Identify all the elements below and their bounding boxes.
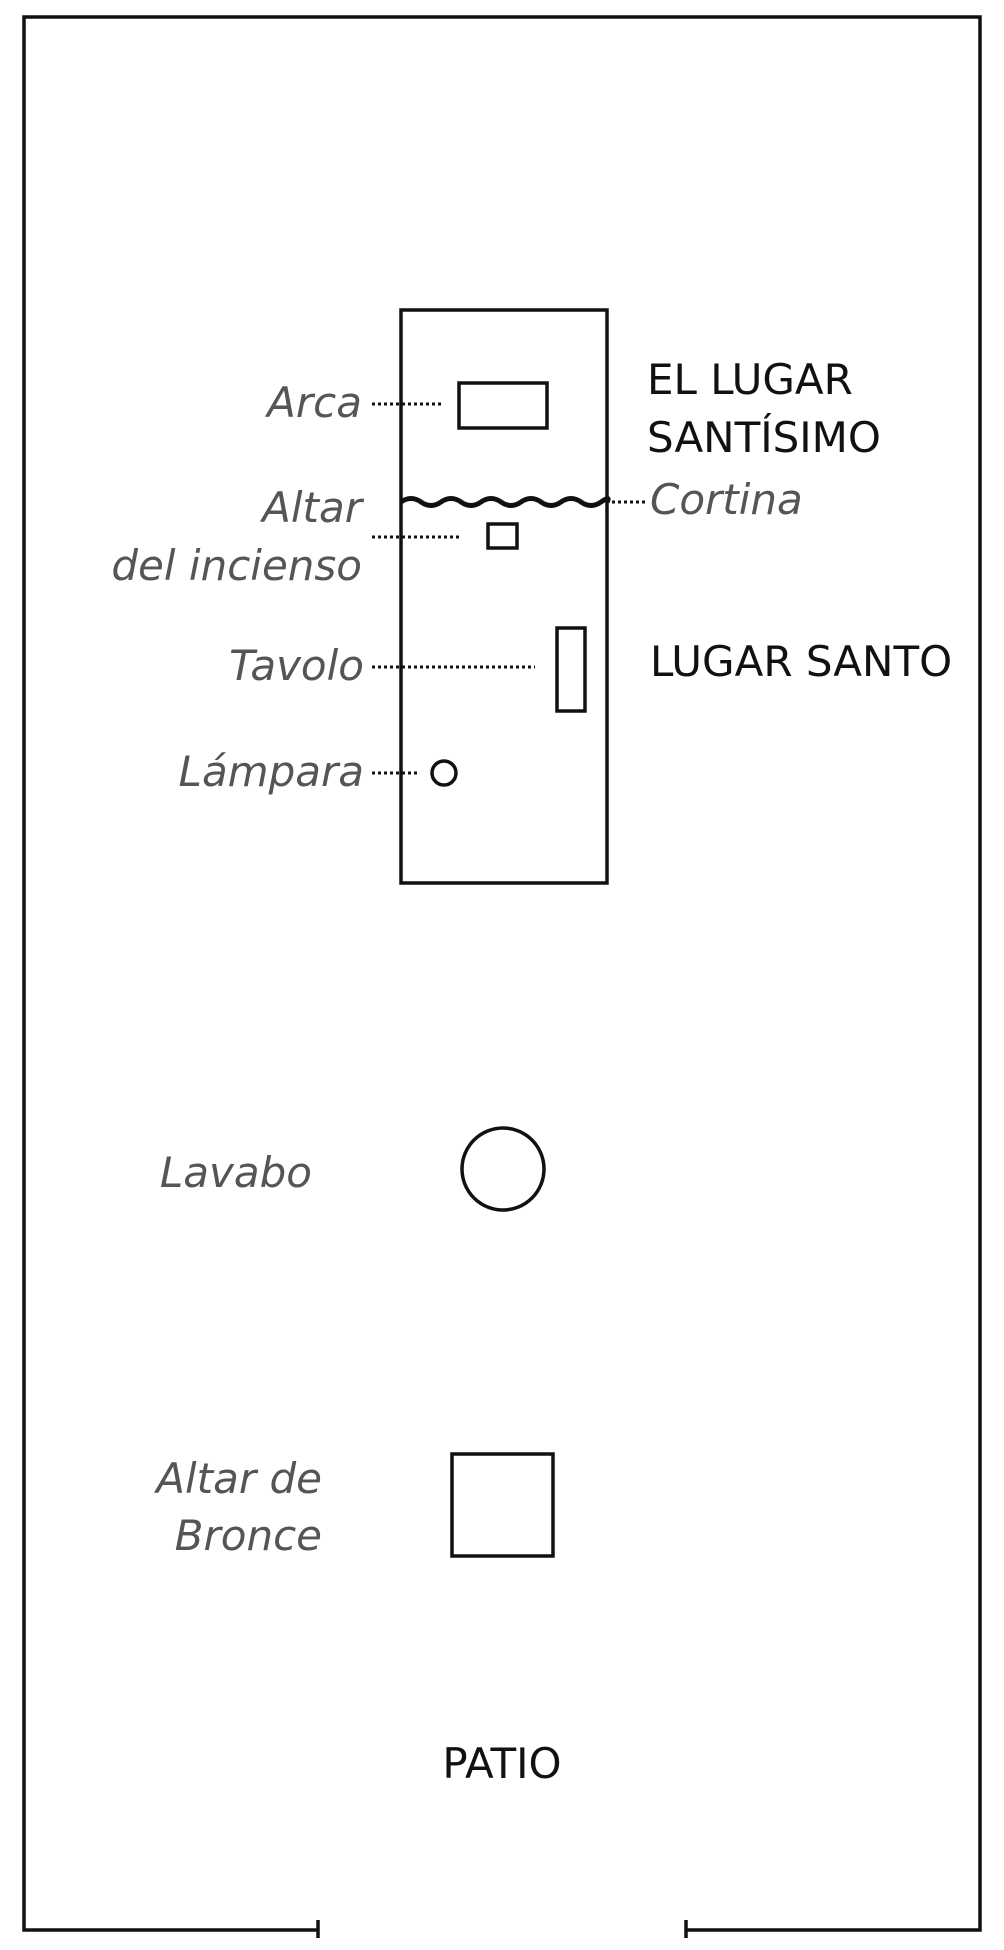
ark [457, 381, 549, 430]
most-holy-place-caption-line2: SANTÍSIMO [647, 412, 881, 462]
laver-label: Lavabo [160, 1148, 312, 1197]
table-label: Tavolo [229, 641, 364, 690]
lampstand [430, 759, 458, 787]
curtain [399, 496, 611, 508]
holy-place-caption: LUGAR SANTO [650, 637, 952, 686]
most-holy-place-caption-line1: EL LUGAR [647, 355, 853, 404]
bronze-altar-label-line2: Bronce [175, 1511, 322, 1560]
incense-altar-label-line1: Altar [259, 483, 365, 532]
courtyard-caption: PATIO [442, 1739, 561, 1788]
courtyard-wall [22, 15, 982, 1932]
lampstand-label: Lámpara [179, 747, 364, 796]
table [555, 626, 587, 713]
bronze-altar [450, 1452, 555, 1558]
curtain-label: Cortina [650, 475, 803, 524]
incense-altar [486, 522, 519, 550]
laver [460, 1126, 546, 1212]
incense-altar-label-line2: del incienso [111, 541, 362, 590]
ark-label: Arca [264, 378, 362, 427]
bronze-altar-label-line1: Altar de [153, 1454, 322, 1503]
tabernacle-building [399, 308, 609, 885]
